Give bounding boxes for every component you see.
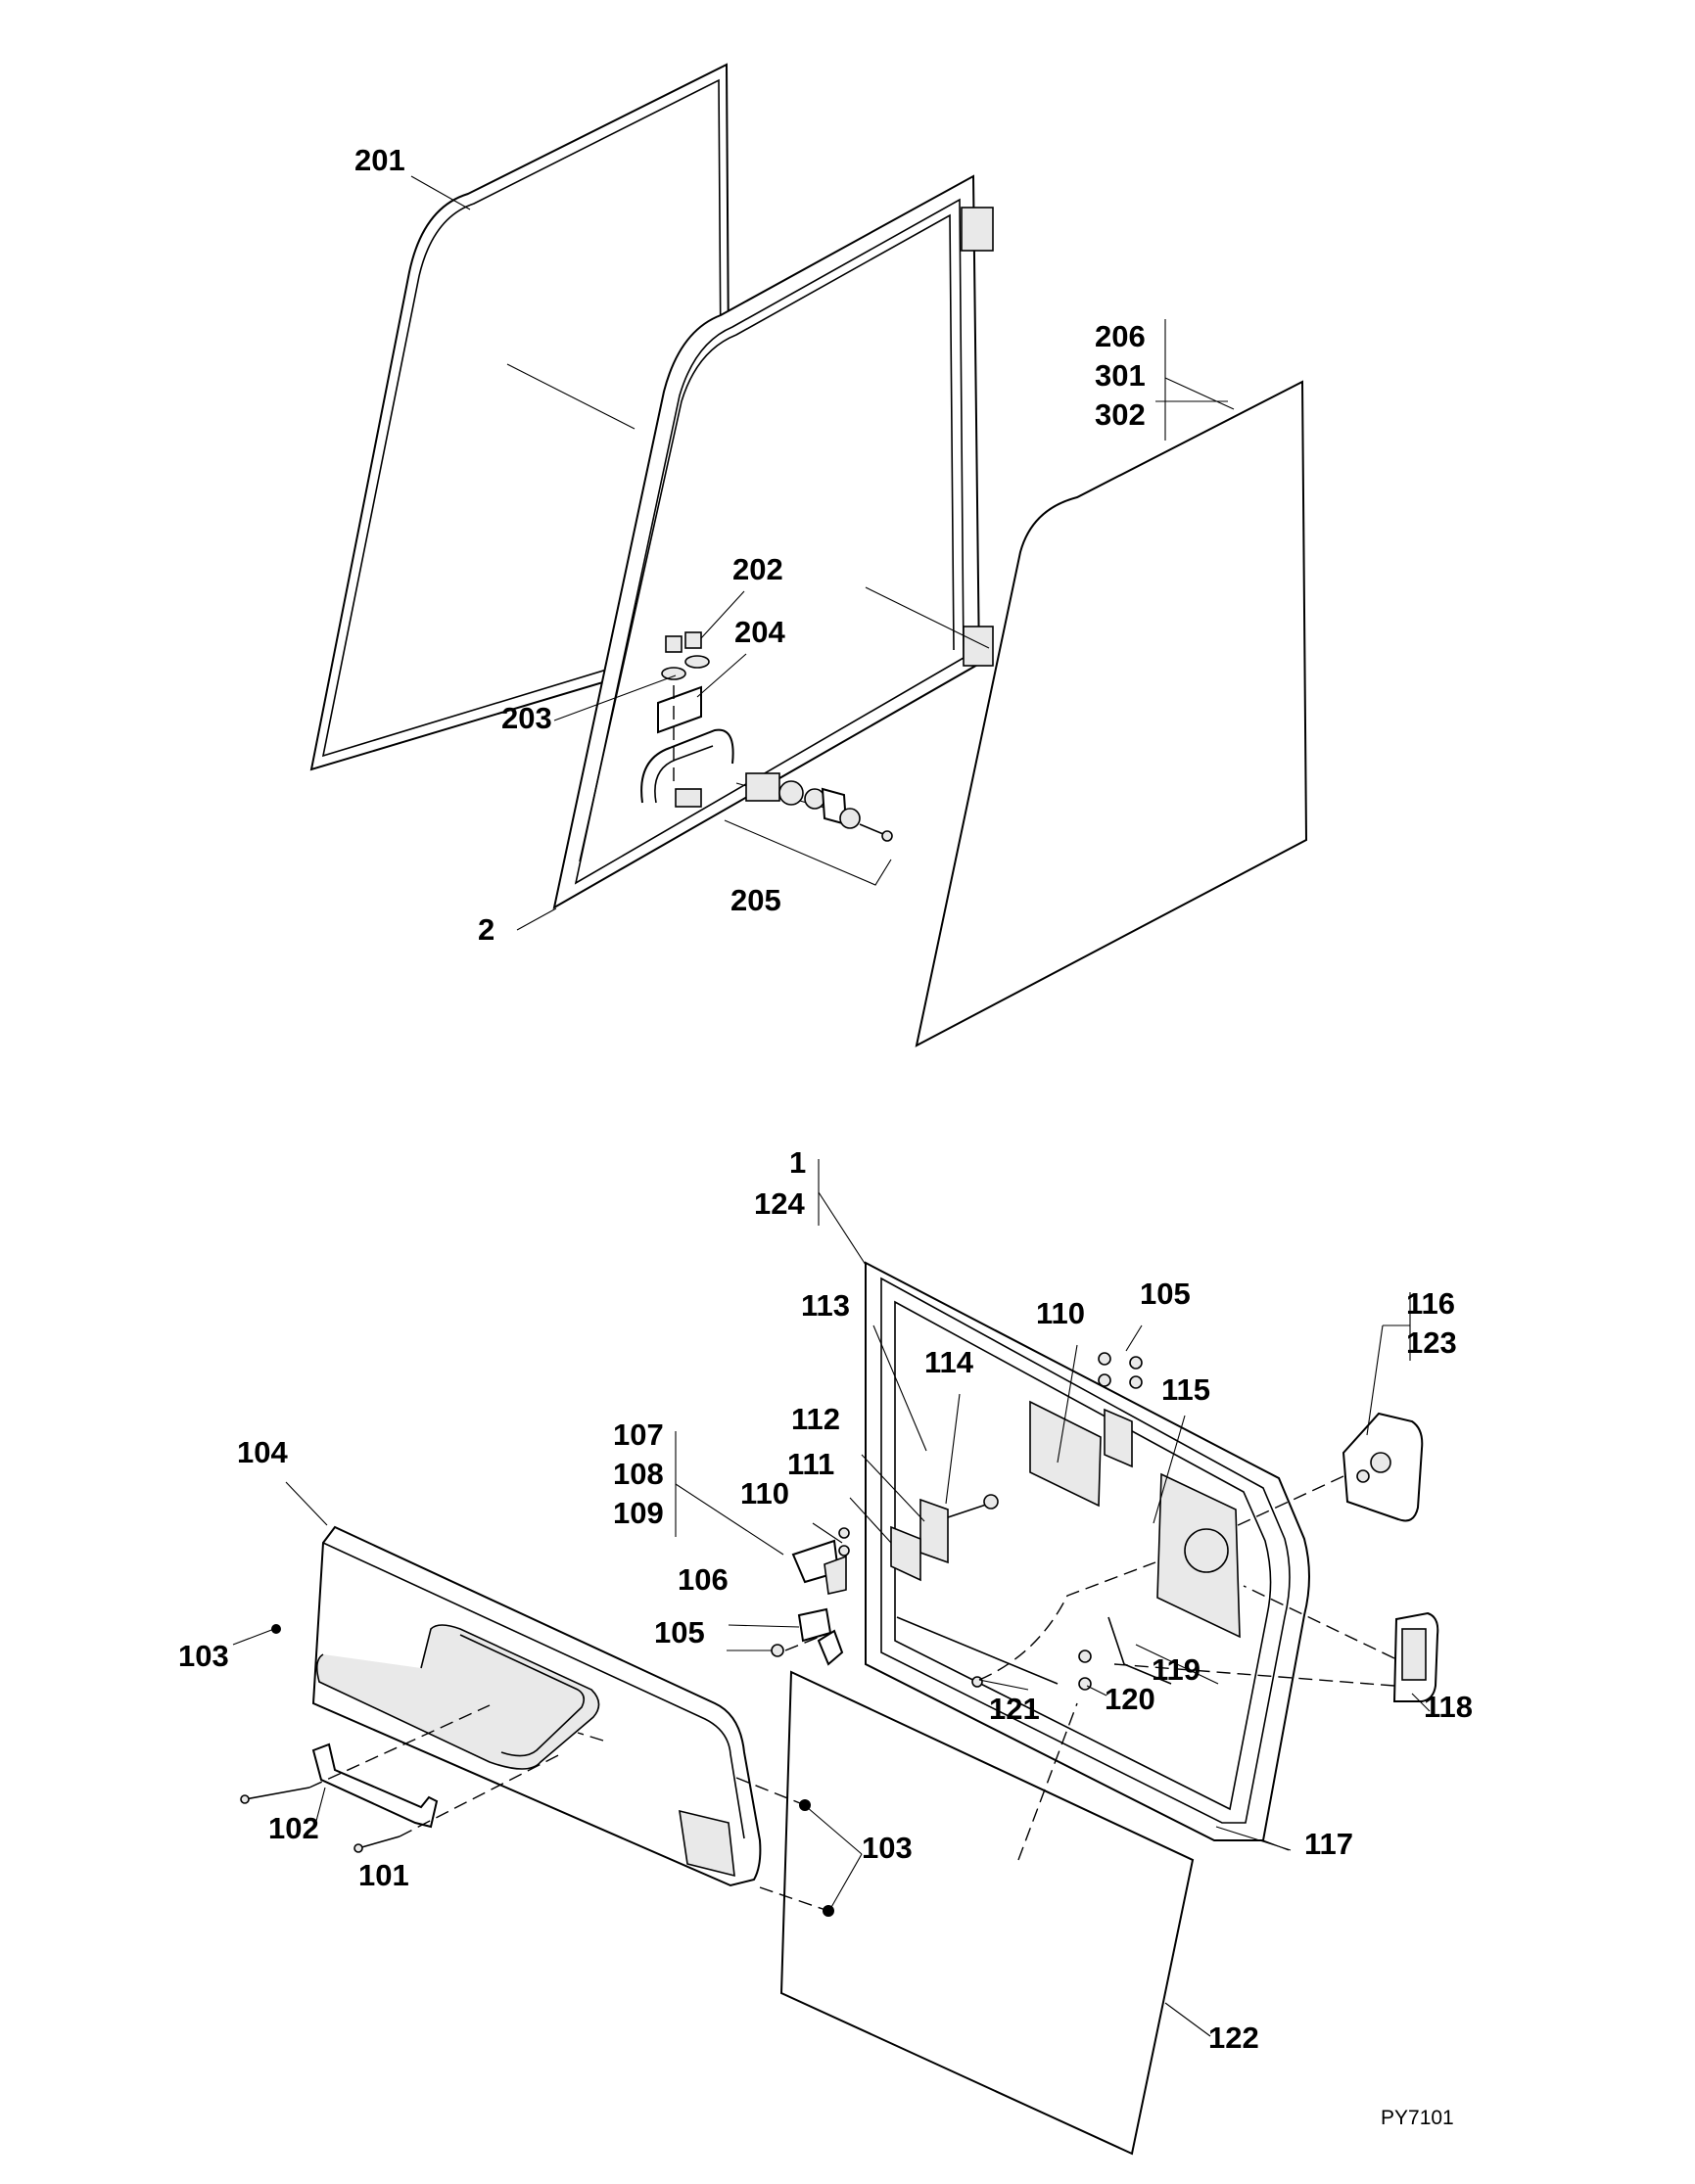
callout-122: 122: [1208, 2021, 1259, 2055]
callout-201: 201: [354, 143, 405, 177]
callout-123: 123: [1406, 1325, 1457, 1360]
callout-111: 111: [787, 1447, 835, 1481]
callout-104: 104: [237, 1435, 288, 1469]
leader-lines-lower: [232, 1159, 1431, 2037]
outer-panel-104: [271, 1525, 762, 1887]
callout-106: 106: [678, 1562, 729, 1597]
callout-206: 206: [1095, 319, 1146, 353]
callout-110-mid: 110: [740, 1476, 790, 1510]
handle-102: [240, 1704, 565, 1853]
callout-101: 101: [358, 1858, 409, 1892]
callout-120: 120: [1105, 1682, 1155, 1716]
callout-117: 117: [1304, 1827, 1354, 1861]
callout-103-right: 103: [862, 1831, 913, 1865]
callout-114: 114: [924, 1345, 974, 1379]
leader-lines-upper: [410, 175, 1235, 931]
callout-108: 108: [613, 1457, 664, 1491]
callout-112: 112: [791, 1402, 841, 1436]
callout-105-top: 105: [1140, 1277, 1191, 1311]
callout-115: 115: [1161, 1372, 1211, 1407]
hardware-105-110: [771, 1352, 1143, 1657]
hardware-202-204: [640, 631, 734, 808]
callout-1: 1: [789, 1145, 807, 1180]
callout-119: 119: [1152, 1652, 1201, 1687]
handle-118: [1113, 1585, 1439, 1702]
door-mechanism: [890, 1400, 1241, 1691]
door-frame-117: [865, 1261, 1310, 1851]
callout-118: 118: [1424, 1690, 1474, 1724]
callout-109: 109: [613, 1496, 664, 1530]
callout-107: 107: [613, 1417, 664, 1452]
callout-205: 205: [730, 883, 781, 917]
callout-301: 301: [1095, 358, 1146, 393]
figure-code: PY7101: [1381, 2107, 1454, 2129]
callout-121: 121: [989, 1692, 1040, 1726]
callout-102: 102: [268, 1811, 319, 1845]
callout-203: 203: [501, 701, 552, 735]
callout-103-left: 103: [178, 1639, 229, 1673]
callout-204: 204: [734, 615, 785, 649]
callout-124: 124: [754, 1186, 805, 1221]
bracket-106: [791, 1539, 847, 1666]
glass-panel-122: [779, 1670, 1195, 2156]
callout-202: 202: [732, 552, 783, 586]
callout-302: 302: [1095, 397, 1146, 432]
callout-2: 2: [478, 912, 495, 947]
callout-105-mid: 105: [654, 1615, 705, 1650]
callout-113: 113: [801, 1288, 851, 1323]
callout-110-top: 110: [1036, 1296, 1086, 1330]
latch-116: [1233, 1412, 1424, 1528]
hardware-205: [724, 772, 893, 886]
callout-116: 116: [1406, 1286, 1456, 1321]
